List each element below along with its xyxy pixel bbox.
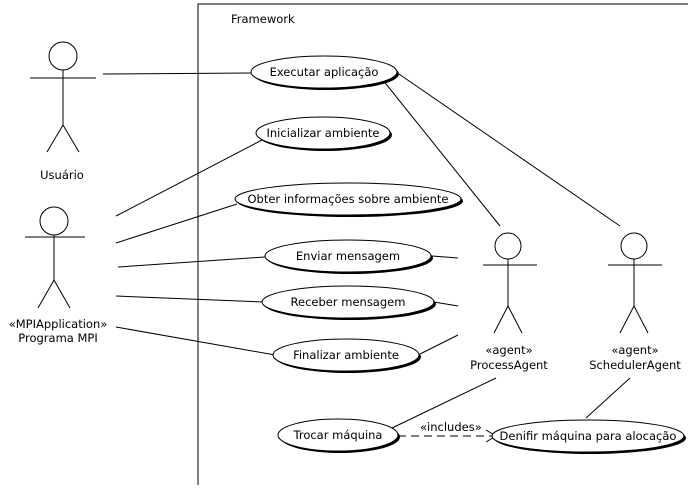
use-case-trocar-label: Trocar máquina <box>293 428 383 442</box>
actor-scheduler-agent-label: SchedulerAgent <box>589 358 681 372</box>
use-case-definir-maquina[interactable]: Denifir máquina para alocação <box>491 419 686 454</box>
assoc-receber-processagent <box>433 301 459 307</box>
actor-scheduler-agent-stereotype: «agent» <box>611 343 658 357</box>
system-boundary-label: Framework <box>231 12 295 26</box>
assoc-mpi-inicializar <box>115 139 263 217</box>
actor-process-agent-stereotype: «agent» <box>485 343 532 357</box>
use-case-obter-label: Obter informações sobre ambiente <box>248 192 449 206</box>
use-case-inicializar-ambiente[interactable]: Inicializar ambiente <box>255 116 392 151</box>
actor-mpi-stereotype: «MPIApplication» <box>9 317 108 331</box>
use-case-executar-label: Executar aplicação <box>270 65 379 79</box>
include-dependency: «includes» <box>398 420 497 443</box>
use-case-receber-label: Receber mensagem <box>291 295 406 309</box>
use-case-receber-mensagem[interactable]: Receber mensagem <box>261 285 436 320</box>
actor-usuario[interactable]: Usuário <box>30 41 96 182</box>
actor-scheduler-agent[interactable]: «agent» SchedulerAgent <box>589 232 681 372</box>
use-case-definir-label: Denifir máquina para alocação <box>500 429 677 443</box>
assoc-definir-scheduleragent <box>585 377 631 419</box>
assoc-executar-processagent <box>381 78 501 227</box>
use-case-finalizar-label: Finalizar ambiente <box>293 348 399 362</box>
assoc-mpi-finalizar <box>115 326 276 356</box>
assoc-trocar-processagent <box>391 377 497 429</box>
actor-programa-mpi[interactable]: «MPIApplication» Programa MPI <box>9 206 108 345</box>
use-case-executar-aplicacao[interactable]: Executar aplicação <box>250 55 399 90</box>
actor-mpi-label: Programa MPI <box>18 331 97 345</box>
use-case-obter-informacoes[interactable]: Obter informações sobre ambiente <box>234 182 463 217</box>
use-case-enviar-label: Enviar mensagem <box>296 249 400 263</box>
use-case-inicializar-label: Inicializar ambiente <box>267 126 380 140</box>
assoc-mpi-receber <box>115 295 264 303</box>
use-case-enviar-mensagem[interactable]: Enviar mensagem <box>264 239 433 274</box>
actor-usuario-label: Usuário <box>40 168 84 182</box>
assoc-mpi-enviar <box>117 256 266 268</box>
use-case-trocar-maquina[interactable]: Trocar máquina <box>277 418 400 453</box>
actor-process-agent[interactable]: «agent» ProcessAgent <box>470 232 548 372</box>
associations <box>102 71 631 429</box>
assoc-mpi-obter <box>115 203 238 244</box>
use-case-finalizar-ambiente[interactable]: Finalizar ambiente <box>272 338 421 373</box>
include-label: «includes» <box>420 420 482 434</box>
system-boundary: Framework <box>197 3 688 485</box>
actor-process-agent-label: ProcessAgent <box>470 358 548 372</box>
assoc-usuario-executar <box>102 72 253 75</box>
assoc-enviar-processagent <box>431 255 459 259</box>
assoc-finalizar-processagent <box>419 334 459 355</box>
assoc-executar-scheduleragent <box>395 71 621 227</box>
